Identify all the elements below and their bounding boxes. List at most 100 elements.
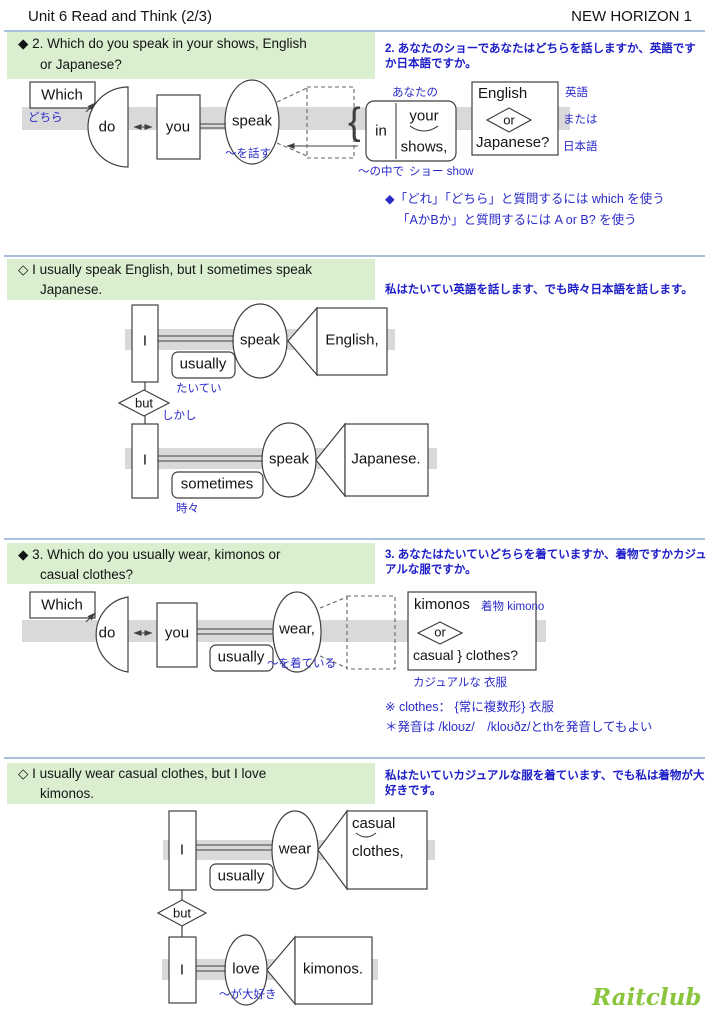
section2-translation: 私はたいてい英語を話します、でも時々日本語を話します。 xyxy=(385,284,693,296)
section1-note-line2: 「AかBか」と質問するには A or B? を使う xyxy=(397,213,637,227)
usually-box-d3 xyxy=(209,644,274,672)
japanese-word-d1: Japanese? xyxy=(476,134,550,151)
watermark: Raitclub xyxy=(592,984,702,1011)
love-ellipse-d4 xyxy=(224,934,268,1006)
sometimes-gloss-d2: 時々 xyxy=(176,503,199,515)
page-title: Unit 6 Read and Think (2/3) xyxy=(28,8,212,25)
wear-word-d4: wear xyxy=(278,840,312,858)
section1-title-line2: or Japanese? xyxy=(40,57,122,72)
kimonos-word-d3: kimonos xyxy=(414,596,470,613)
but-diamond-d4 xyxy=(156,899,208,927)
english-gloss-d1: 英語 xyxy=(565,87,588,99)
section2-highlight xyxy=(7,259,375,300)
usually-word-d3: usually xyxy=(217,648,265,666)
or-diamond-d3 xyxy=(416,621,464,645)
i-word-d2a: I xyxy=(142,332,148,350)
i-word-d2b: I xyxy=(142,451,148,469)
section2-title-line2: Japanese. xyxy=(40,282,103,297)
divider-s4 xyxy=(4,757,705,759)
section3-title-line1: ◆ 3. Which do you usually wear, kimonos … xyxy=(18,547,281,562)
clothes-word-d4: clothes, xyxy=(352,843,404,860)
in-gloss-d1: ～の中で xyxy=(358,166,404,178)
do-word-d1: do xyxy=(98,118,116,136)
section4-title-line1: ◇ I usually wear casual clothes, but I l… xyxy=(18,766,267,781)
or-word-d1: or xyxy=(503,112,515,128)
which-arrow-d1 xyxy=(85,102,96,113)
do-halfdisk-d1 xyxy=(87,86,129,168)
section1-translation: 2. あなたのショーであなたはどちらを話しますか、英語ですか日本語ですか。 xyxy=(385,43,696,70)
which-gloss-d1: どちら xyxy=(28,112,63,124)
i-word-d4b: I xyxy=(179,961,185,979)
casual-clothes-word-d3: casual } clothes? xyxy=(413,647,519,663)
speak-word-d2a: speak xyxy=(239,331,281,349)
you-word-d1: you xyxy=(165,118,191,136)
love-word-d4: love xyxy=(232,960,260,978)
section1-note-line1: ◆「どれ」「どちら」と質問するには which を使う xyxy=(385,192,665,206)
kimonos-word-d4: kimonos. xyxy=(302,960,364,978)
which-arrow-d3 xyxy=(85,612,96,623)
casual-word-d4: casual xyxy=(352,815,396,832)
in-word-d1: in xyxy=(375,122,387,140)
or-word-d3: or xyxy=(434,624,446,640)
english-word-d1: English xyxy=(478,85,528,102)
japanese-box-d2 xyxy=(344,423,429,497)
divider-s2 xyxy=(4,255,705,257)
shows-word-d1: shows, xyxy=(400,138,448,156)
subject-box-d4a xyxy=(168,810,197,891)
section3-title-line2: casual clothes? xyxy=(40,567,134,582)
love-gloss-d4: ～が大好き xyxy=(219,989,277,1001)
english-word-d2: English, xyxy=(325,331,379,349)
japanese-gloss-d1: 日本語 xyxy=(563,141,598,153)
you-box-d1 xyxy=(156,94,201,160)
section3-highlight xyxy=(7,543,375,584)
divider-s3 xyxy=(4,538,705,540)
english-box-d2 xyxy=(316,307,388,376)
speak-word-d1: speak xyxy=(231,112,273,130)
sometimes-word-d2: sometimes xyxy=(180,475,254,493)
which-box-d1 xyxy=(29,81,96,109)
usually-word-d2: usually xyxy=(179,355,227,373)
speak-ellipse-d1 xyxy=(224,79,280,165)
you-box-d3 xyxy=(156,602,198,668)
moved-object-slot-d1 xyxy=(306,86,355,159)
do-word-d3: do xyxy=(98,624,116,642)
casual-underbrace-d4 xyxy=(355,832,377,838)
phrase-brace-d1: { xyxy=(348,101,361,143)
your-underbrace-d1 xyxy=(409,125,439,132)
shows-gloss-d1: ショー show xyxy=(409,166,474,178)
sometimes-box-d2 xyxy=(171,471,264,499)
kimonos-box-d4 xyxy=(294,936,373,1005)
your-word-d1: your xyxy=(409,107,439,125)
usually-box-d2 xyxy=(171,351,236,379)
casual-clothes-box-d4 xyxy=(346,810,428,890)
speak-word-d2b: speak xyxy=(268,450,310,468)
section3-translation: 3. あなたはたいていどちらを着ていますか、着物ですかカジュアルな服ですか。 xyxy=(385,549,707,576)
object-funnel-d2a xyxy=(287,306,318,377)
divider-top xyxy=(4,30,705,32)
wear-gloss-d3: ～を着ている xyxy=(267,658,336,670)
wear-ellipse-d3 xyxy=(272,591,322,673)
or-gloss-d1: または xyxy=(563,114,598,126)
section2-title-line1: ◇ I usually speak English, but I sometim… xyxy=(18,262,313,277)
section4-translation: 私はたいていカジュアルな服を着ています、でも私は着物が大好きです。 xyxy=(385,770,705,797)
or-diamond-d1 xyxy=(485,107,533,133)
speak-ellipse-d2b xyxy=(261,422,317,498)
kimonos-gloss-d3: 着物 kimono xyxy=(481,601,545,613)
moved-object-slot-d3 xyxy=(346,595,396,670)
usually-box-d4 xyxy=(209,863,274,891)
do-halfdisk-d3 xyxy=(95,596,129,673)
section4-title-line2: kimonos. xyxy=(40,786,95,801)
usually-gloss-d2: たいてい xyxy=(176,383,222,395)
object-funnel-d2b xyxy=(315,422,346,498)
speak-gloss-d1: ～を話す xyxy=(225,148,271,160)
japanese-word-d2: Japanese. xyxy=(351,450,421,468)
subject-box-d4b xyxy=(168,936,197,1004)
but-gloss-d2: しかし xyxy=(162,410,197,422)
which-box-d3 xyxy=(29,591,96,619)
section3-note-line1: ※ clothes： {常に複数形} 衣服 xyxy=(385,700,554,714)
but-word-d2: but xyxy=(134,395,154,411)
which-word-d3: Which xyxy=(41,596,83,614)
section1-highlight xyxy=(7,32,375,79)
